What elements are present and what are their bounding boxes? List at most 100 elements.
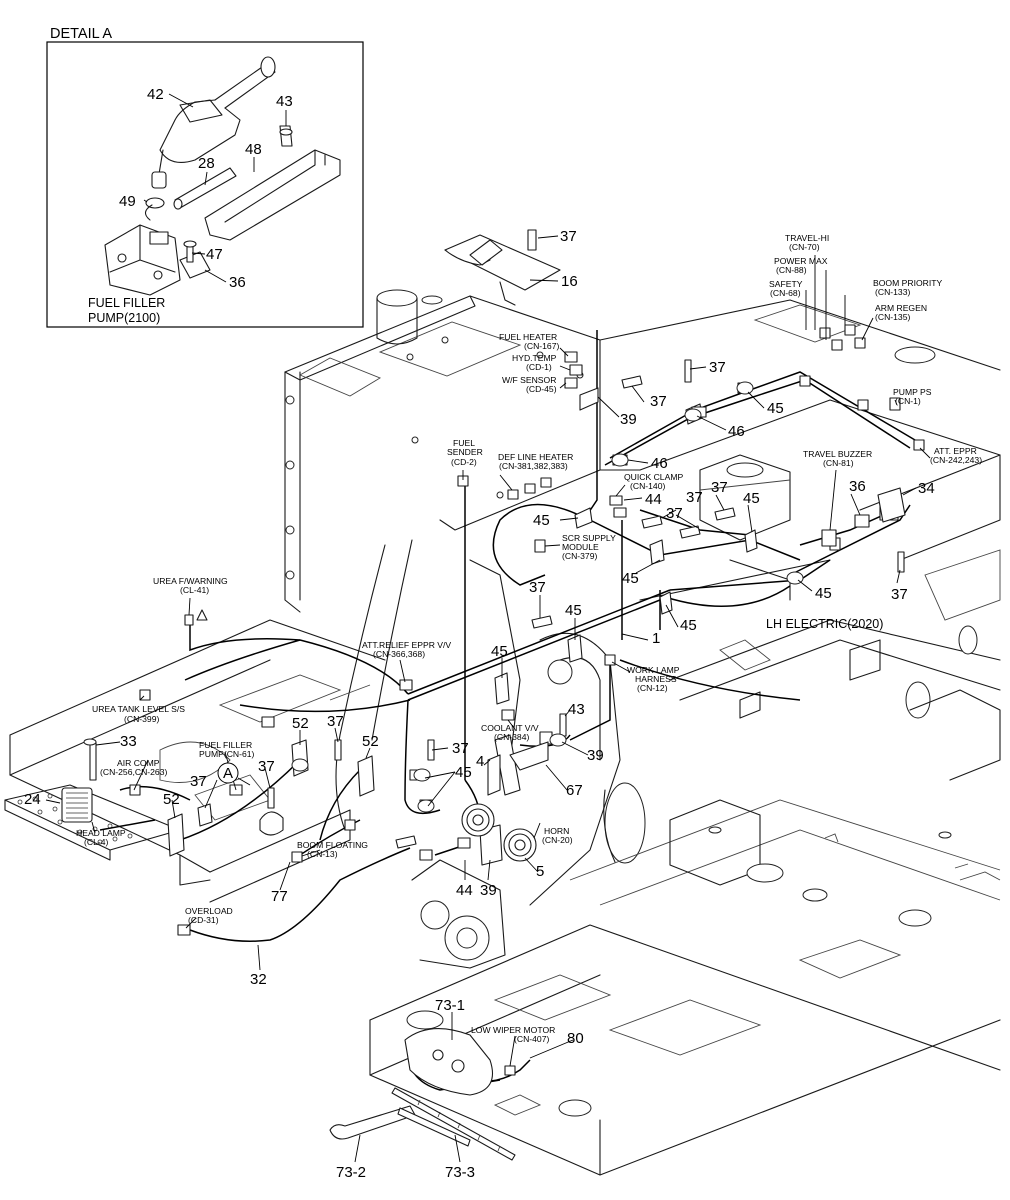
part-37: 37 bbox=[711, 479, 728, 496]
boom-priority-label: BOOM PRIORITY bbox=[873, 278, 943, 288]
overload-label: OVERLOAD bbox=[185, 906, 233, 916]
part-45: 45 bbox=[680, 617, 697, 634]
boom-floating-code: (CN-13) bbox=[307, 849, 338, 859]
part-number-callouts: 37 16 37 37 39 45 46 46 44 37 37 37 45 3… bbox=[24, 228, 935, 1181]
scr-supply-module-label-2: MODULE bbox=[562, 542, 599, 552]
part-45: 45 bbox=[491, 643, 508, 660]
part-37: 37 bbox=[686, 489, 703, 506]
quick-clamp-label: QUICK CLAMP bbox=[624, 472, 683, 482]
safety-code: (CN-68) bbox=[770, 288, 801, 298]
overload-code: (CD-31) bbox=[188, 915, 219, 925]
work-lamp-harness-label-2: HARNESS bbox=[635, 674, 677, 684]
part-48: 48 bbox=[245, 141, 262, 158]
part-43: 43 bbox=[568, 701, 585, 718]
part-46: 46 bbox=[651, 455, 668, 472]
part-44: 44 bbox=[456, 882, 473, 899]
leader-lines bbox=[45, 93, 931, 1163]
part-77: 77 bbox=[271, 888, 288, 905]
part-45: 45 bbox=[455, 764, 472, 781]
head-lamp-code: (CL-4) bbox=[84, 837, 108, 847]
wif-sensor-label: W/F SENSOR bbox=[502, 375, 556, 385]
part-45: 45 bbox=[743, 490, 760, 507]
part-5: 5 bbox=[536, 863, 544, 880]
fuel-filler-pump-label-line-2: PUMP(2100) bbox=[88, 311, 160, 325]
part-32: 32 bbox=[250, 971, 267, 988]
part-45: 45 bbox=[767, 400, 784, 417]
part-37: 37 bbox=[666, 505, 683, 522]
detail-a-marker bbox=[217, 762, 239, 784]
components bbox=[61, 234, 906, 1161]
part-37: 37 bbox=[709, 359, 726, 376]
part-73-2: 73-2 bbox=[336, 1164, 366, 1181]
boom-floating-label: BOOM FLOATING bbox=[297, 840, 368, 850]
part-33: 33 bbox=[120, 733, 137, 750]
fuel-sender-label-1: FUEL bbox=[453, 438, 475, 448]
part-80: 80 bbox=[567, 1030, 584, 1047]
work-lamp-harness-label-1: WORK LAMP bbox=[627, 665, 680, 675]
part-37: 37 bbox=[529, 579, 546, 596]
work-lamp-harness-code: (CN-12) bbox=[637, 683, 668, 693]
part-39: 39 bbox=[587, 747, 604, 764]
arm-regen-code: (CN-135) bbox=[875, 312, 910, 322]
urea-tank-level-code: (CN-399) bbox=[124, 714, 159, 724]
scr-supply-module-code: (CN-379) bbox=[562, 551, 597, 561]
part-49: 49 bbox=[119, 193, 136, 210]
part-1: 1 bbox=[652, 630, 660, 647]
part-44: 44 bbox=[645, 491, 662, 508]
hyd-temp-code: (CD-1) bbox=[526, 362, 552, 372]
part-46: 46 bbox=[728, 423, 745, 440]
low-wiper-motor-label: LOW WIPER MOTOR bbox=[471, 1025, 555, 1035]
att-eppr-label: ATT. EPPR bbox=[934, 446, 977, 456]
pump-ps-code: (CN-1) bbox=[895, 396, 921, 406]
boom-priority-code: (CN-133) bbox=[875, 287, 910, 297]
part-52: 52 bbox=[163, 791, 180, 808]
upper-frame-structure bbox=[4, 289, 1001, 1176]
air-comp-code: (CN-256,CN-263) bbox=[100, 767, 167, 777]
travel-buzzer-label: TRAVEL BUZZER bbox=[803, 449, 872, 459]
part-42: 42 bbox=[147, 86, 164, 103]
part-36: 36 bbox=[229, 274, 246, 291]
part-37: 37 bbox=[560, 228, 577, 245]
part-37: 37 bbox=[190, 773, 207, 790]
part-37: 37 bbox=[327, 713, 344, 730]
part-37: 37 bbox=[650, 393, 667, 410]
part-4: 4 bbox=[476, 753, 484, 770]
coolant-valve-code: (CN-384) bbox=[494, 732, 529, 742]
air-comp-label: AIR COMP bbox=[117, 758, 160, 768]
fuel-filler-pump-label-line-1: FUEL FILLER bbox=[88, 296, 165, 310]
part-67: 67 bbox=[566, 782, 583, 799]
detail-a-marker-letter: A bbox=[223, 765, 233, 782]
def-line-heater-label: DEF LINE HEATER bbox=[498, 452, 573, 462]
part-43: 43 bbox=[276, 93, 293, 110]
part-45: 45 bbox=[815, 585, 832, 602]
part-39: 39 bbox=[620, 411, 637, 428]
wif-sensor-code: (CD-45) bbox=[526, 384, 557, 394]
coolant-valve-label: COOLANT V/V bbox=[481, 723, 539, 733]
urea-tank-level-label: UREA TANK LEVEL S/S bbox=[92, 704, 185, 714]
part-45: 45 bbox=[565, 602, 582, 619]
hyd-temp-label: HYD.TEMP bbox=[512, 353, 557, 363]
head-lamp-label: HEAD LAMP bbox=[76, 828, 126, 838]
part-37: 37 bbox=[891, 586, 908, 603]
part-28: 28 bbox=[198, 155, 215, 172]
part-16: 16 bbox=[561, 273, 578, 290]
fuel-filler-pump-conn-label-2: PUMP(CN-61) bbox=[199, 749, 255, 759]
power-max-label: POWER MAX bbox=[774, 256, 828, 266]
safety-label: SAFETY bbox=[769, 279, 803, 289]
fuel-sender-code: (CD-2) bbox=[451, 457, 477, 467]
urea-warning-code: (CL-41) bbox=[180, 585, 209, 595]
part-39: 39 bbox=[480, 882, 497, 899]
part-24: 24 bbox=[24, 791, 41, 808]
att-eppr-code: (CN-242,243) bbox=[930, 455, 982, 465]
part-36: 36 bbox=[849, 478, 866, 495]
travel-hi-label: TRAVEL-HI bbox=[785, 233, 829, 243]
fuel-filler-pump-conn-label-1: FUEL FILLER bbox=[199, 740, 252, 750]
part-47: 47 bbox=[206, 246, 223, 263]
lh-electric-label: LH ELECTRIC(2020) bbox=[766, 617, 883, 631]
horn-label: HORN bbox=[544, 826, 569, 836]
horn-code: (CN-20) bbox=[542, 835, 573, 845]
part-45: 45 bbox=[533, 512, 550, 529]
part-37: 37 bbox=[452, 740, 469, 757]
att-relief-eppr-label: ATT.RELIEF EPPR V/V bbox=[362, 640, 451, 650]
